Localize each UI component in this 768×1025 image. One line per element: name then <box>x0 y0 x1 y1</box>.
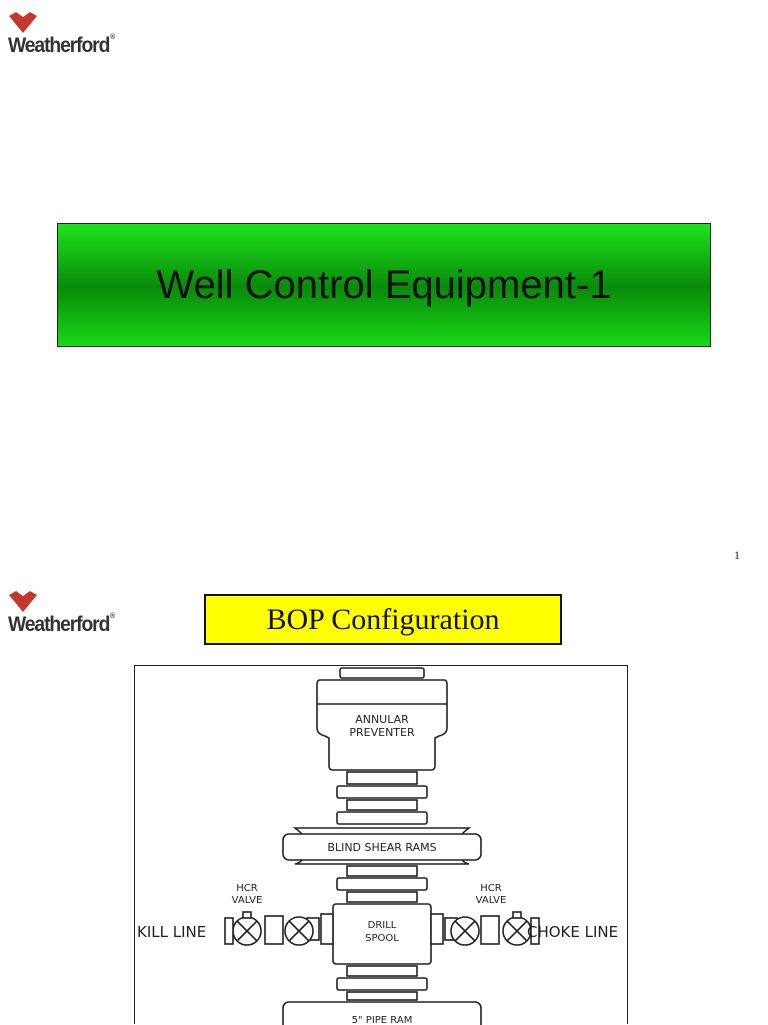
blind-shear-label: BLIND SHEAR RAMS <box>327 841 436 854</box>
choke-line-label: CHOKE LINE <box>527 923 618 941</box>
slide-title-banner: Well Control Equipment-1 <box>57 223 711 347</box>
weatherford-logo-slide2: Weatherford® <box>8 591 123 637</box>
drill-spool-label-2: SPOOL <box>365 933 399 944</box>
hcr-right-label-1: HCR <box>480 883 502 894</box>
slide-title: Well Control Equipment-1 <box>156 262 612 307</box>
pipe-ram-label: 5" PIPE RAM <box>352 1015 413 1025</box>
weatherford-chevron-icon <box>9 12 37 33</box>
hcr-left-label-1: HCR <box>236 883 258 894</box>
kill-line-label: KILL LINE <box>137 923 206 941</box>
weatherford-wordmark: Weatherford® <box>8 613 115 636</box>
annular-label-1: ANNULAR <box>355 713 409 726</box>
weatherford-chevron-icon <box>9 591 37 612</box>
annular-label-2: PREVENTER <box>349 726 415 739</box>
hcr-right-label-2: VALVE <box>476 895 507 906</box>
page-number: 1 <box>734 548 740 562</box>
hcr-left-label-2: VALVE <box>232 895 263 906</box>
bop-stack-diagram: ANNULAR PREVENTER BLIND SHEAR RAMS HCR V… <box>134 665 628 1025</box>
bop-configuration-title: BOP Configuration <box>266 602 500 636</box>
bop-configuration-title-box: BOP Configuration <box>204 594 562 645</box>
bop-stack-drawing: ANNULAR PREVENTER BLIND SHEAR RAMS HCR V… <box>137 667 618 1025</box>
weatherford-logo: Weatherford® <box>8 12 123 58</box>
weatherford-wordmark: Weatherford® <box>8 34 115 57</box>
drill-spool-label-1: DRILL <box>368 920 397 931</box>
